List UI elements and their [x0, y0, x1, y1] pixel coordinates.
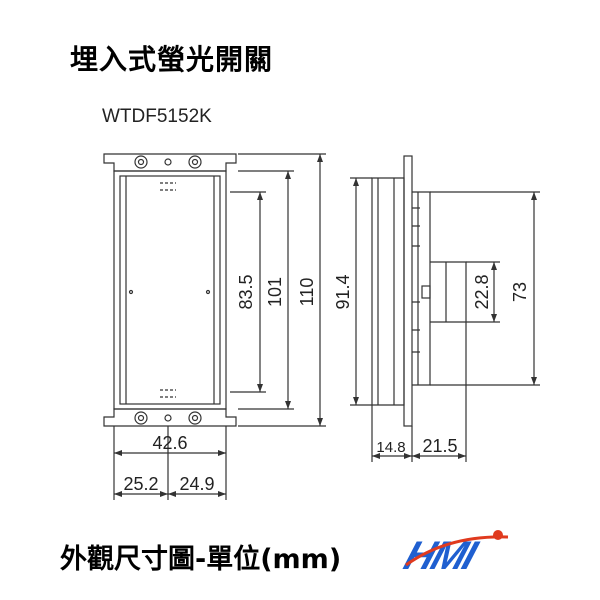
dim-110: 110: [297, 278, 317, 307]
dim-83-5: 83.5: [236, 274, 256, 309]
dim-14-8: 14.8: [376, 439, 405, 456]
side-view: [371, 155, 467, 427]
side-dims: [350, 177, 540, 462]
dim-101: 101: [265, 277, 285, 307]
model-number: WTDF5152K: [102, 106, 212, 127]
front-vertical-dims: [230, 153, 326, 427]
logo-dot-icon: [493, 530, 503, 540]
front-view: [103, 153, 237, 427]
dim-21-5: 21.5: [422, 436, 457, 456]
hmi-logo: HMI: [399, 530, 509, 577]
dim-91-4: 91.4: [333, 274, 353, 309]
dim-25-2: 25.2: [123, 474, 158, 494]
logo-swoosh-icon: [405, 535, 509, 567]
footer-caption: 外觀尺寸圖-單位(mm): [60, 544, 342, 575]
dim-73: 73: [510, 282, 530, 302]
dim-22-8: 22.8: [472, 274, 492, 309]
page-title: 埋入式螢光開關: [70, 43, 274, 76]
dim-24-9: 24.9: [179, 474, 214, 494]
dim-42-6: 42.6: [152, 433, 187, 453]
